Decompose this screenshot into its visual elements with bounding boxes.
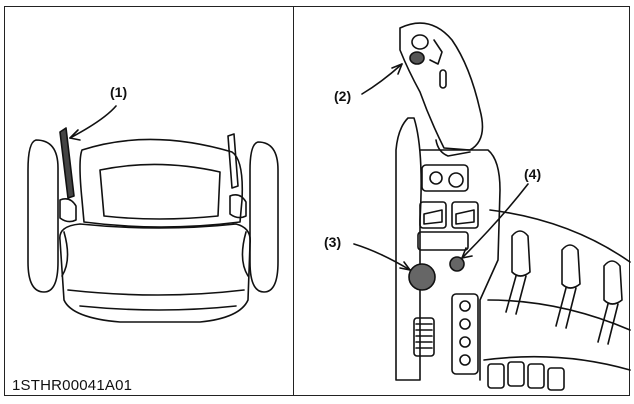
bottom-switch-2 xyxy=(507,361,525,387)
strip-button-3 xyxy=(459,336,471,348)
strip-button-1 xyxy=(459,300,471,312)
console-recess-mid xyxy=(417,231,469,251)
joystick-stem xyxy=(435,139,471,157)
rocker-switch-2 xyxy=(451,201,479,229)
rocker-switch-1-face xyxy=(423,209,443,225)
figure-code: 1STHR00041A01 xyxy=(12,377,133,394)
cushion-front-roll xyxy=(67,289,245,296)
joystick-button-bottom xyxy=(409,51,425,65)
callout-2-leader xyxy=(361,63,403,95)
joystick-side-switch xyxy=(439,69,447,89)
bottom-switch-4 xyxy=(547,367,565,391)
right-seat-side xyxy=(241,231,249,277)
callout-1-leader xyxy=(69,105,117,139)
side-lever-2 xyxy=(561,244,581,289)
console-knob-2 xyxy=(448,172,464,188)
left-armrest xyxy=(27,139,59,293)
callout-1-label: (1) xyxy=(110,84,128,100)
callout-3-label: (3) xyxy=(324,234,342,250)
lever-base-left xyxy=(59,198,77,223)
strip-button-4 xyxy=(459,354,471,366)
seat-cushion xyxy=(59,223,252,323)
seat-lever-right xyxy=(227,133,239,189)
callout-3-arrowhead xyxy=(399,261,411,271)
callout-2-label: (2) xyxy=(334,88,352,104)
side-lever-3 xyxy=(603,260,623,305)
seat-lever-left xyxy=(59,127,75,199)
lever-base-right xyxy=(229,194,247,219)
callout-4-leader xyxy=(461,183,529,259)
backrest-panel xyxy=(99,163,221,220)
thumbwheel xyxy=(413,317,435,357)
side-lever-1 xyxy=(511,230,531,277)
right-armrest xyxy=(249,141,279,293)
joystick-rocker xyxy=(429,39,443,65)
small-round-button xyxy=(449,256,465,272)
rocker-switch-1 xyxy=(419,201,447,229)
console-panel xyxy=(293,6,630,396)
console-drawing xyxy=(353,22,631,391)
big-round-button xyxy=(408,263,436,291)
side-lever-2-rod xyxy=(555,287,577,329)
callout-1-arrowhead xyxy=(69,129,81,141)
strip-button-2 xyxy=(459,318,471,330)
side-lever-1-rod xyxy=(505,275,527,315)
callout-4-label: (4) xyxy=(524,166,542,182)
bottom-switch-3 xyxy=(527,363,545,389)
bottom-switch-1 xyxy=(487,363,505,389)
seat-drawing xyxy=(27,105,279,323)
side-panel-lower xyxy=(483,355,631,371)
joystick-head xyxy=(399,22,484,151)
console-body xyxy=(395,117,422,381)
callout-3-leader xyxy=(353,243,411,271)
side-lever-3-rod xyxy=(597,303,619,345)
console-knob-1 xyxy=(429,171,443,185)
left-seat-side xyxy=(61,231,69,277)
seat-backrest xyxy=(79,138,244,228)
callout-4-arrowhead xyxy=(461,247,473,259)
cushion-seam xyxy=(79,305,237,311)
joystick-button-top xyxy=(411,34,429,50)
thumbwheel-ridges xyxy=(415,323,433,349)
console-recess-top xyxy=(421,164,469,192)
rocker-switch-2-face xyxy=(455,209,475,225)
button-strip xyxy=(451,293,479,375)
console-top-deck xyxy=(419,149,501,381)
callout-2-arrowhead xyxy=(391,63,403,75)
side-panel-curve xyxy=(489,209,631,263)
